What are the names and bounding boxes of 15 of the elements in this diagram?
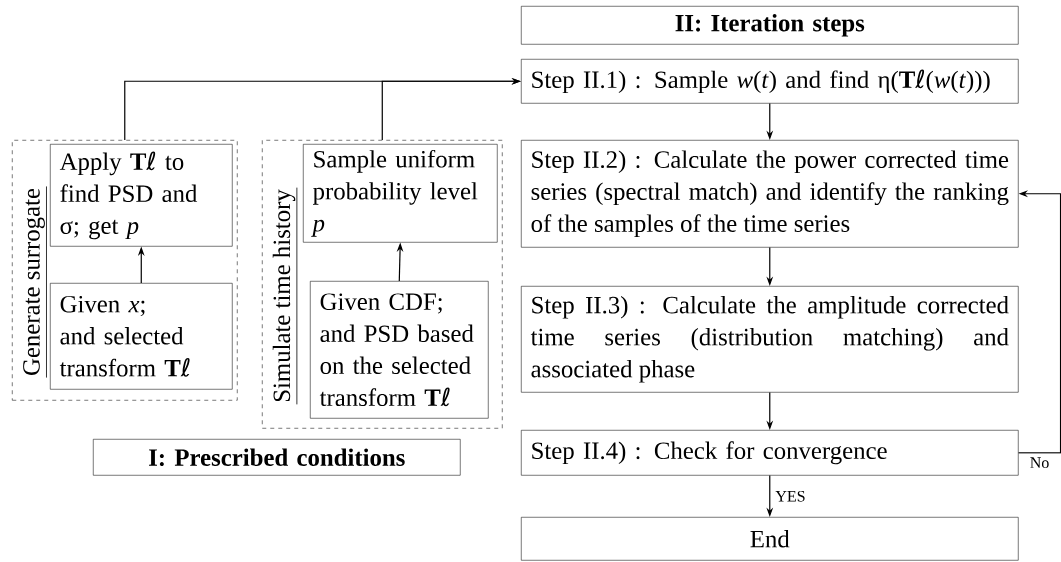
process-box: Given CDF; and PSD based on the selected transform Tℓ xyxy=(310,281,489,419)
process-box: Sample uniform probability level p xyxy=(303,144,498,243)
process-box: Step II.1) : Sample w(t) and find η(Tℓ(w(t))) xyxy=(521,59,1019,104)
edge-label: No xyxy=(1028,456,1051,470)
rotated-heading: Generate surrogate xyxy=(23,188,45,375)
process-box: Step II.2) : Calculate the power corrected time series (spectral match) and identify the ranking of the samples of the time series xyxy=(521,140,1019,248)
process-box: Step II.3) : Calculate the amplitude corrected time series (distribution matching) and associated phase xyxy=(521,286,1019,393)
end-box: End xyxy=(521,517,1019,561)
process-box: Step II.4) : Check for convergence xyxy=(521,430,1019,476)
rotated-heading: Simulate time history xyxy=(272,189,296,402)
process-box: Apply Tℓ to find PSD and σ; get p xyxy=(50,144,233,247)
section-title-box: I: Prescribed conditions xyxy=(93,439,461,476)
edge-label: YES xyxy=(774,489,807,503)
process-box: Given x; and selected transform Tℓ xyxy=(50,283,233,390)
section-title-box: II: Iteration steps xyxy=(521,6,1019,45)
